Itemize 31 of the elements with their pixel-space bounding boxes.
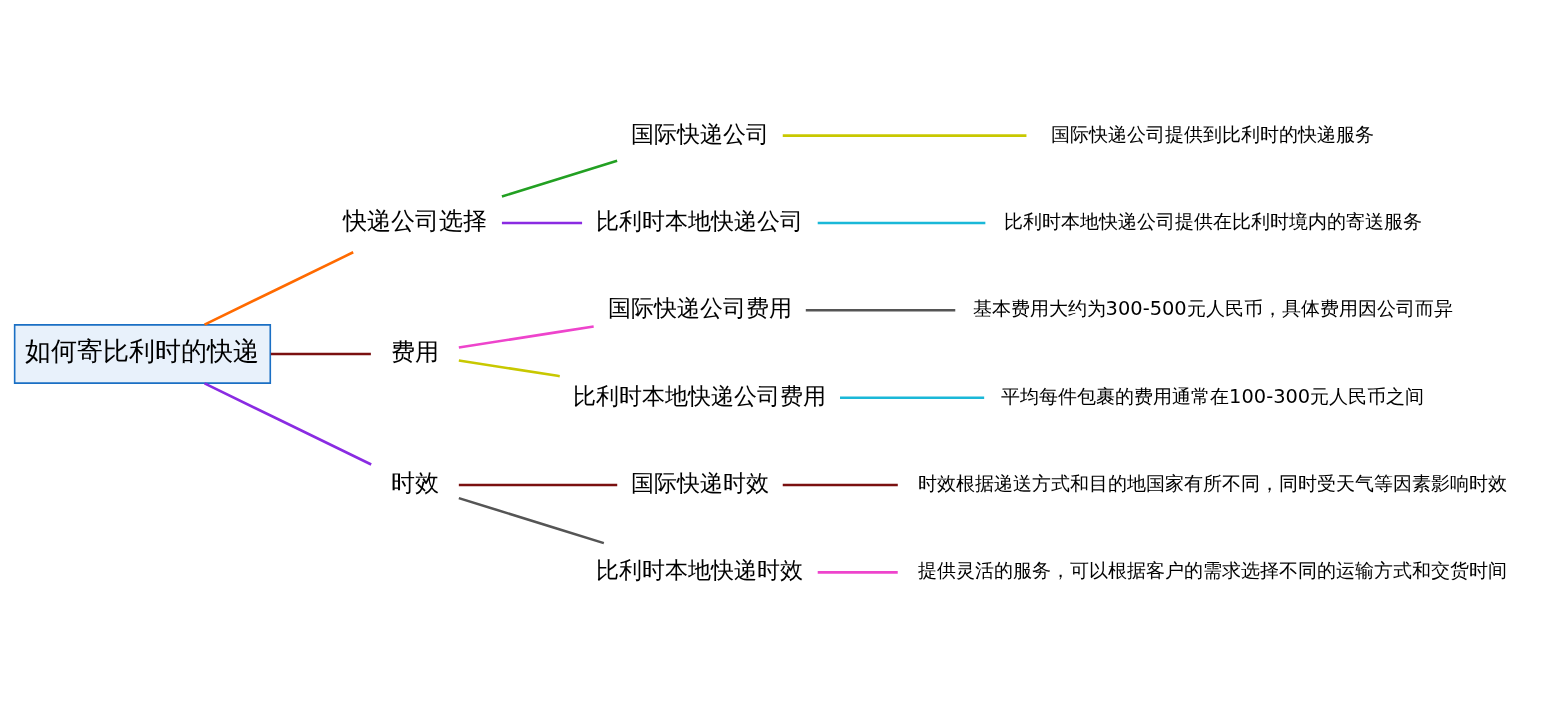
- node-text: 国际快递公司提供到比利时的快递服务: [1051, 122, 1375, 146]
- connector: [270, 352, 371, 356]
- connector: [805, 309, 956, 312]
- node-text: 时效: [391, 467, 440, 497]
- node-text: 比利时本地快递公司提供在比利时境内的寄送服务: [1003, 209, 1422, 233]
- node-text: 国际快递时效: [630, 470, 769, 497]
- node-text: 比利时本地快递时效: [596, 557, 804, 584]
- connector: [840, 396, 985, 399]
- connector: [782, 483, 898, 487]
- connector: [817, 571, 898, 574]
- node-text: 国际快递公司费用: [607, 295, 792, 322]
- connector: [817, 221, 986, 225]
- node-text: 基本费用大约为300-500元人民币，具体费用因公司而异: [972, 297, 1453, 321]
- connector: [782, 134, 1027, 137]
- connector: [204, 382, 372, 466]
- node-text: 快递公司选择: [343, 205, 488, 235]
- node-text: 比利时本地快递公司费用: [573, 382, 827, 409]
- node-text: 时效根据递送方式和目的地国家有所不同，同时受天气等因素影响时效: [918, 472, 1508, 496]
- connector: [458, 483, 618, 487]
- connector: [501, 159, 618, 198]
- node-text: 国际快递公司: [630, 120, 769, 147]
- node-text: 比利时本地快递公司: [596, 207, 804, 234]
- node-text: 提供灵活的服务，可以根据客户的需求选择不同的运输方式和交货时间: [918, 559, 1508, 583]
- connector: [458, 325, 594, 349]
- node-text: 费用: [391, 336, 440, 366]
- connector: [458, 359, 560, 378]
- node-box: 如何寄比利时的快递: [13, 324, 272, 384]
- connector: [204, 251, 354, 326]
- node-text: 平均每件包裹的费用通常在100-300元人民币之间: [1001, 384, 1425, 408]
- connector: [458, 496, 605, 545]
- connector: [501, 221, 583, 225]
